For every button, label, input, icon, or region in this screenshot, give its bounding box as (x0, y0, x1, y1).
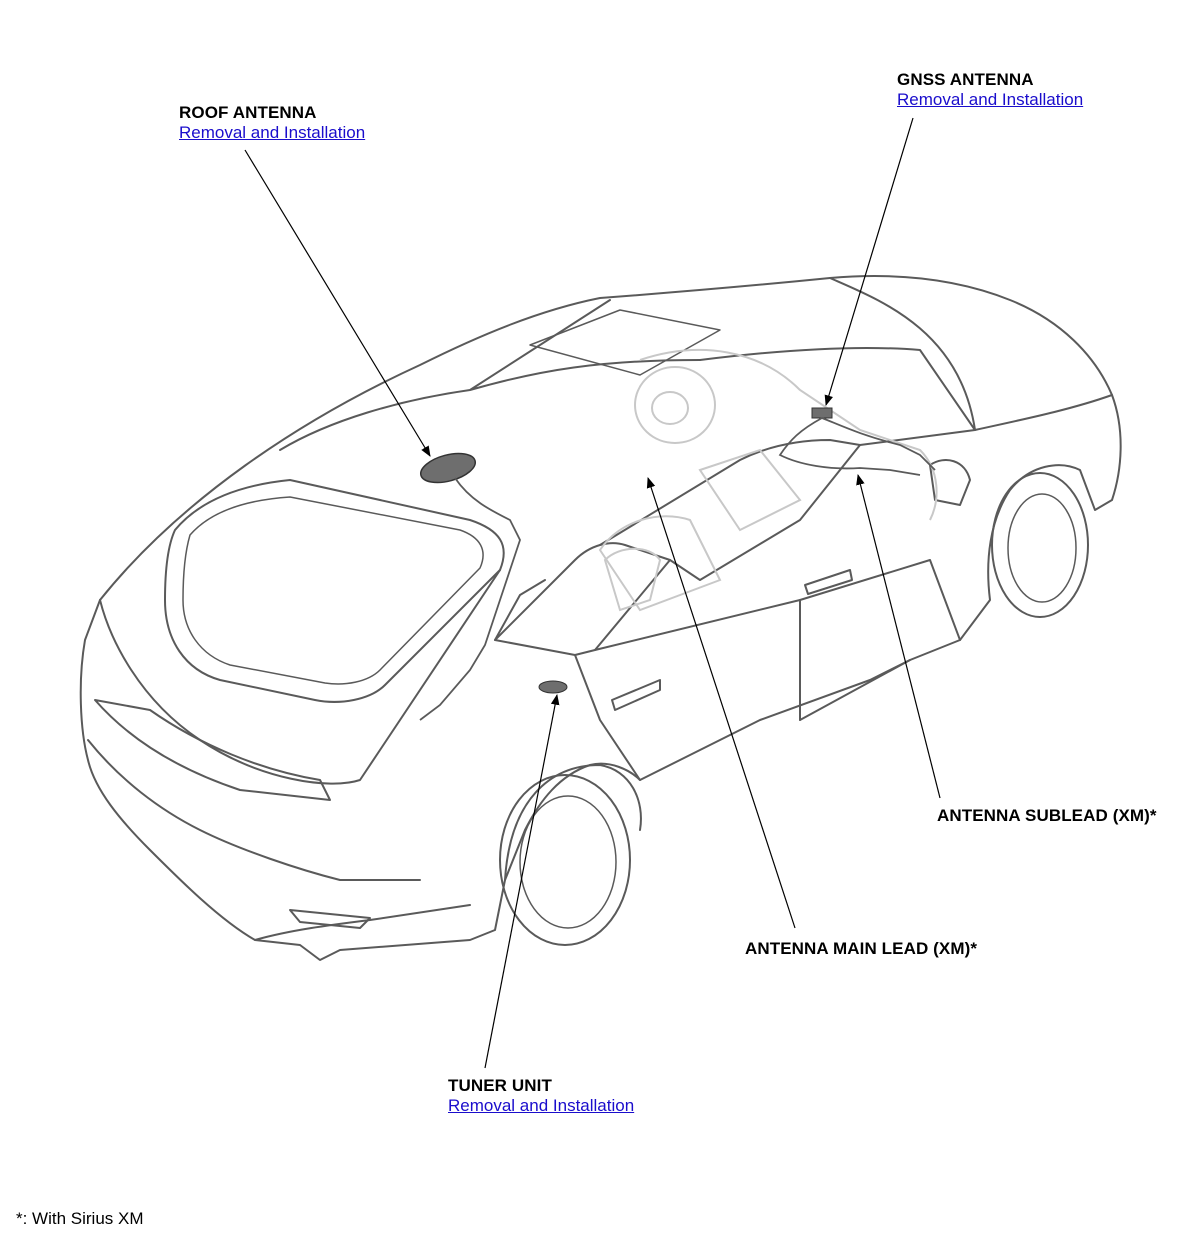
gnss-antenna-leader (824, 117, 914, 407)
tail-light (94, 699, 331, 801)
tuner-unit-part (538, 680, 568, 694)
hood (829, 277, 1113, 431)
side-mirror (929, 459, 971, 506)
antenna-parts (419, 407, 936, 721)
xm-lead-cable (778, 417, 936, 476)
roof-antenna-callout: ROOF ANTENNA Removal and Installation (179, 103, 365, 143)
rear-glass-inner (182, 496, 484, 685)
dashboard (639, 349, 938, 521)
antenna-main-lead-callout: ANTENNA MAIN LEAD (XM)* (745, 939, 977, 959)
roof-antenna-title: ROOF ANTENNA (179, 103, 317, 122)
steering-wheel (634, 366, 716, 444)
front-door (799, 559, 961, 721)
antenna-main-lead-leader (646, 476, 796, 929)
roof-antenna-cable (419, 477, 521, 721)
antenna-main-lead-title: ANTENNA MAIN LEAD (XM)* (745, 939, 978, 958)
roof-antenna-link[interactable]: Removal and Installation (179, 123, 366, 142)
tuner-unit-leader (484, 693, 560, 1069)
tuner-unit-callout: TUNER UNIT Removal and Installation (448, 1076, 634, 1116)
front-door-handle (804, 569, 853, 595)
trunk-lid (99, 569, 501, 785)
vehicle-body (79, 275, 1122, 961)
rear-reflector (289, 909, 371, 929)
antenna-sublead-title: ANTENNA SUBLEAD (XM)* (937, 806, 1157, 825)
rear-wheel-arch (504, 764, 642, 881)
center-console (598, 448, 802, 612)
c-pillar (494, 579, 546, 641)
roof-antenna-leader (244, 149, 431, 457)
roof-antenna-part (419, 452, 477, 484)
side-window-front (599, 439, 861, 581)
gnss-antenna-title: GNSS ANTENNA (897, 70, 1034, 89)
body-silhouette (79, 275, 1122, 961)
front-wheel (991, 472, 1089, 618)
roof-line (279, 299, 701, 451)
tuner-unit-link[interactable]: Removal and Installation (448, 1096, 635, 1115)
seat (603, 547, 662, 612)
rear-glass (164, 479, 505, 703)
gnss-antenna-callout: GNSS ANTENNA Removal and Installation (897, 70, 1083, 110)
rear-wheel (499, 774, 631, 946)
steering-hub (651, 391, 689, 425)
vehicle-interior (598, 349, 938, 612)
sunroof (529, 309, 721, 376)
antenna-sublead-leader (856, 473, 941, 799)
rear-door-handle (611, 679, 661, 711)
footnote: *: With Sirius XM (16, 1209, 144, 1228)
gnss-antenna-part (811, 407, 833, 419)
antenna-sublead-callout: ANTENNA SUBLEAD (XM)* (937, 806, 1157, 826)
windshield (699, 347, 976, 446)
leader-lines (244, 117, 941, 1069)
gnss-antenna-link[interactable]: Removal and Installation (897, 90, 1084, 109)
tuner-unit-title: TUNER UNIT (448, 1076, 552, 1095)
rear-door (574, 599, 801, 781)
rear-wheel-inner (519, 795, 617, 929)
front-wheel-inner (1007, 493, 1077, 603)
